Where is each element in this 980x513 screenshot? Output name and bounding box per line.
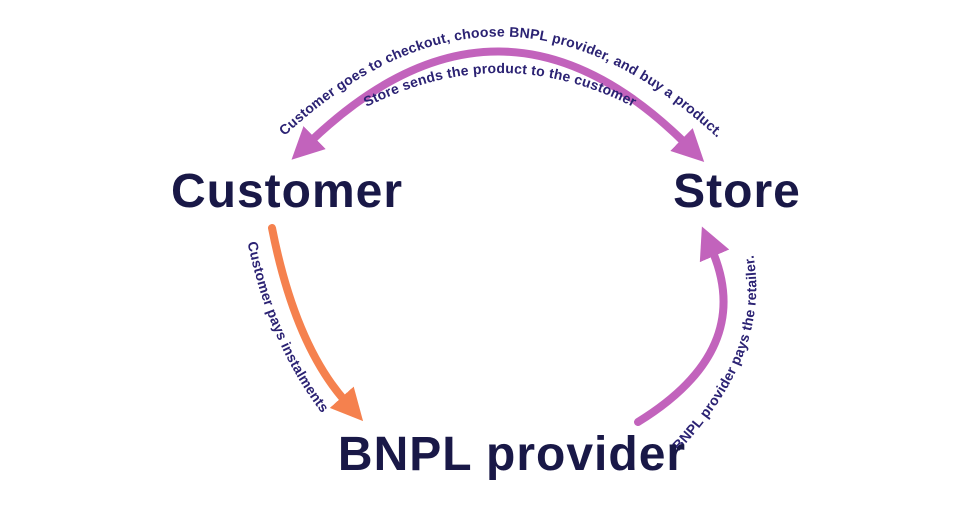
edge-customer-store-arc xyxy=(291,47,705,162)
node-store: Store xyxy=(673,165,801,218)
node-customer: Customer xyxy=(170,165,404,218)
node-bnpl-provider: BNPL provider xyxy=(337,428,687,481)
svg-text:Customer pays instalments: Customer pays instalments xyxy=(245,240,333,415)
edge-label-ship-product: Store sends the product to the customer xyxy=(361,60,640,110)
edge-customer-bnpl-arc xyxy=(268,224,364,422)
edge-bnpl-store-arc xyxy=(634,226,730,426)
edge-label-pays-instalments: Customer pays instalments xyxy=(245,240,333,415)
svg-text:Store sends the product to the: Store sends the product to the customer xyxy=(361,60,640,110)
